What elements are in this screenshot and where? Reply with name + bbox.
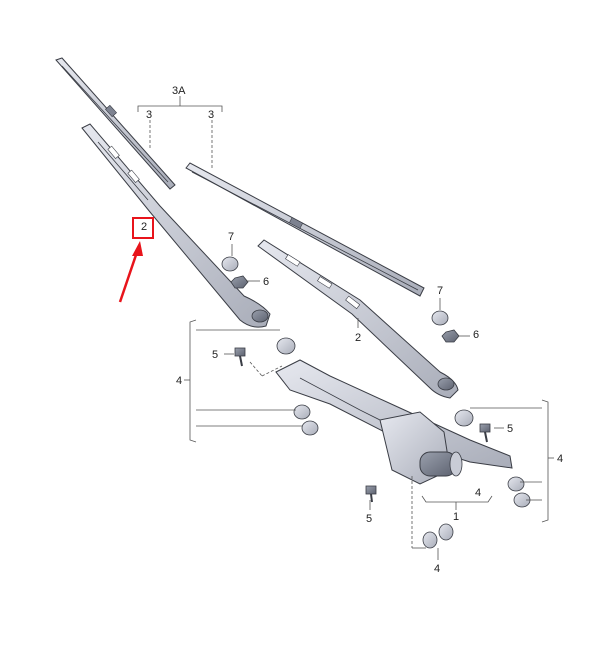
highlight-arrow-head [132,241,143,256]
label-group-bottom-b: 4 [434,563,440,575]
label-bolt-left: 5 [212,349,218,361]
label-cap-left: 7 [228,231,234,243]
nut-right [441,329,460,343]
label-bolt-bottom: 5 [366,513,372,525]
label-group-right: 4 [557,453,563,465]
leader-lines [137,96,554,560]
label-motor-linkage: 1 [453,511,459,523]
wiper-blade-left [55,57,176,190]
wiper-arm-left [81,123,271,328]
label-arm-right: 2 [355,332,361,344]
label-blade-right: 3 [208,109,214,121]
label-arm-left: 2 [141,221,147,233]
wiper-blade-right [185,162,425,297]
label-nut-left: 6 [263,276,269,288]
cap-right [431,310,449,326]
label-blade-left: 3 [146,109,152,121]
bolt-left [234,347,246,367]
highlight-box [132,217,154,239]
label-nut-right: 6 [473,329,479,341]
label-cap-right: 7 [437,285,443,297]
cap-left [221,256,239,272]
nut-left [230,275,249,289]
bolt-bottom [365,485,377,503]
highlight-arrow-shaft [118,251,139,303]
label-3a: 3A [172,85,186,97]
highlight-annotation [118,217,154,303]
motor-linkage [275,337,513,485]
grommets [293,404,531,549]
label-group-bottom-a: 4 [475,487,481,499]
bolt-right [479,423,491,443]
label-bolt-right: 5 [507,423,513,435]
label-group-left: 4 [176,375,182,387]
